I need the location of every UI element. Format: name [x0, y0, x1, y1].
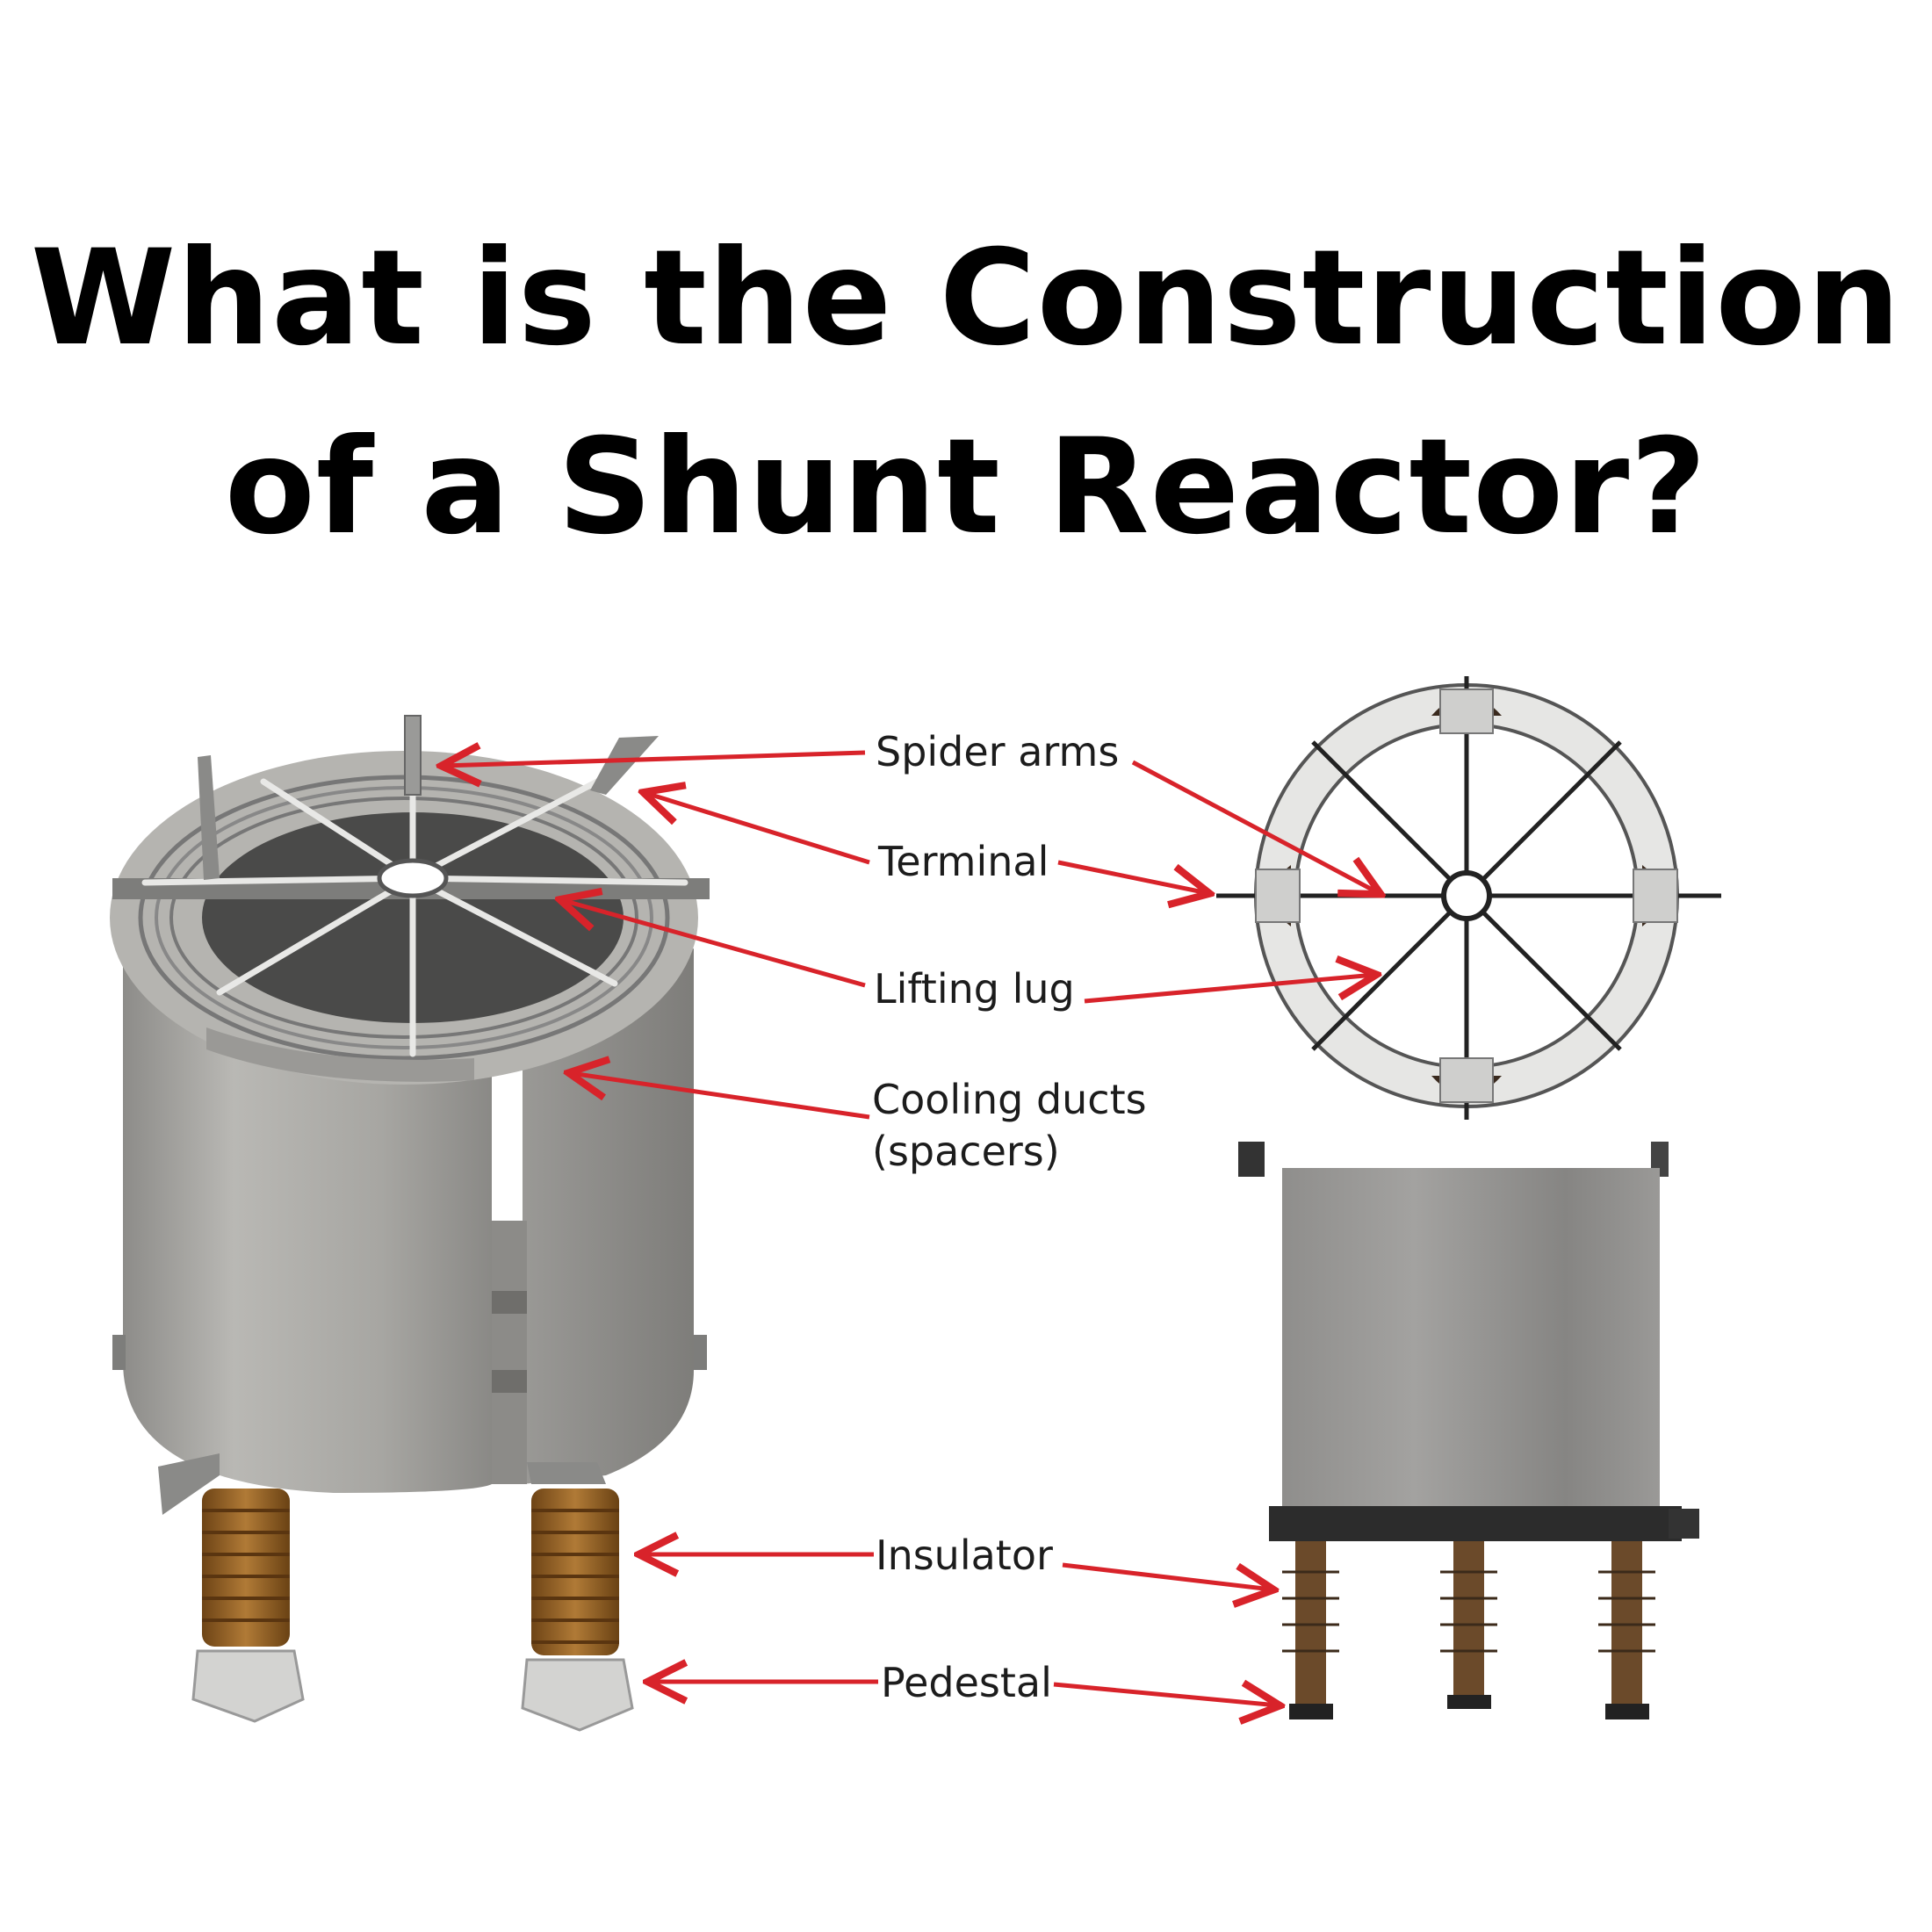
label-cooling-ducts-spacers: (spacers)	[872, 1128, 1060, 1175]
terminal-tab	[1238, 1142, 1265, 1177]
side-pedestal	[1289, 1704, 1333, 1719]
arrow-spider-arms-right	[1131, 760, 1379, 893]
bottom-bracket	[158, 1453, 220, 1515]
center-hub	[377, 858, 449, 898]
body-rim	[206, 1027, 474, 1082]
side-pedestal	[1447, 1695, 1491, 1709]
spacer-block	[1439, 688, 1494, 734]
spacer-block	[1255, 869, 1301, 923]
side-insulators	[1282, 1541, 1655, 1704]
reactor-body-front	[123, 966, 492, 1493]
spider-plate	[590, 736, 659, 795]
arrow-terminal-left	[645, 793, 870, 865]
reactor-3d-view	[110, 715, 710, 1732]
spacer-block	[1633, 869, 1678, 923]
coil-windings	[169, 797, 638, 1039]
pedestal-left	[191, 1649, 305, 1723]
arrow-lifting-lug-left	[562, 900, 866, 988]
arrow-spider-arms-left	[443, 753, 866, 766]
cage-strut	[492, 1370, 527, 1393]
base-frame	[1269, 1506, 1682, 1541]
center-hub-plan	[1441, 870, 1492, 921]
label-insulator: Insulator	[876, 1532, 1053, 1579]
leader-arrows	[443, 753, 1379, 1705]
spacer-block	[1439, 1057, 1494, 1103]
cage-strut	[492, 1291, 527, 1314]
page-title-line-2: of a Shunt Reactor?	[224, 411, 1708, 564]
arrow-terminal-right	[1057, 860, 1208, 893]
spider-plate	[198, 755, 220, 880]
reactor-top-view	[1216, 676, 1721, 1120]
reactor-body-side-view	[1282, 1168, 1660, 1506]
insulator-right	[531, 1489, 619, 1655]
frame-lug	[1669, 1509, 1699, 1539]
cage-strut	[492, 1221, 527, 1484]
side-lug	[694, 1335, 707, 1370]
arrow-pedestal-right	[1053, 1684, 1278, 1705]
pedestal-right	[521, 1658, 634, 1732]
label-lifting-lug: Lifting lug	[874, 965, 1075, 1013]
page-title-line-1: What is the Construction	[30, 222, 1902, 375]
label-pedestal: Pedestal	[881, 1659, 1052, 1706]
side-lug	[112, 1335, 126, 1370]
label-terminal: Terminal	[877, 838, 1049, 885]
arrow-cooling-ducts	[571, 1073, 870, 1120]
insulator-left	[202, 1489, 290, 1647]
label-spider-arms: Spider arms	[876, 728, 1119, 775]
reactor-side-view	[1238, 1142, 1699, 1719]
label-cooling-ducts: Cooling ducts	[872, 1076, 1147, 1123]
arrow-insulator-right	[1062, 1562, 1272, 1590]
side-pedestal	[1605, 1704, 1649, 1719]
terminal-post	[404, 715, 422, 796]
arrow-lifting-lug-right	[1084, 975, 1374, 1004]
bottom-bracket	[527, 1462, 606, 1484]
